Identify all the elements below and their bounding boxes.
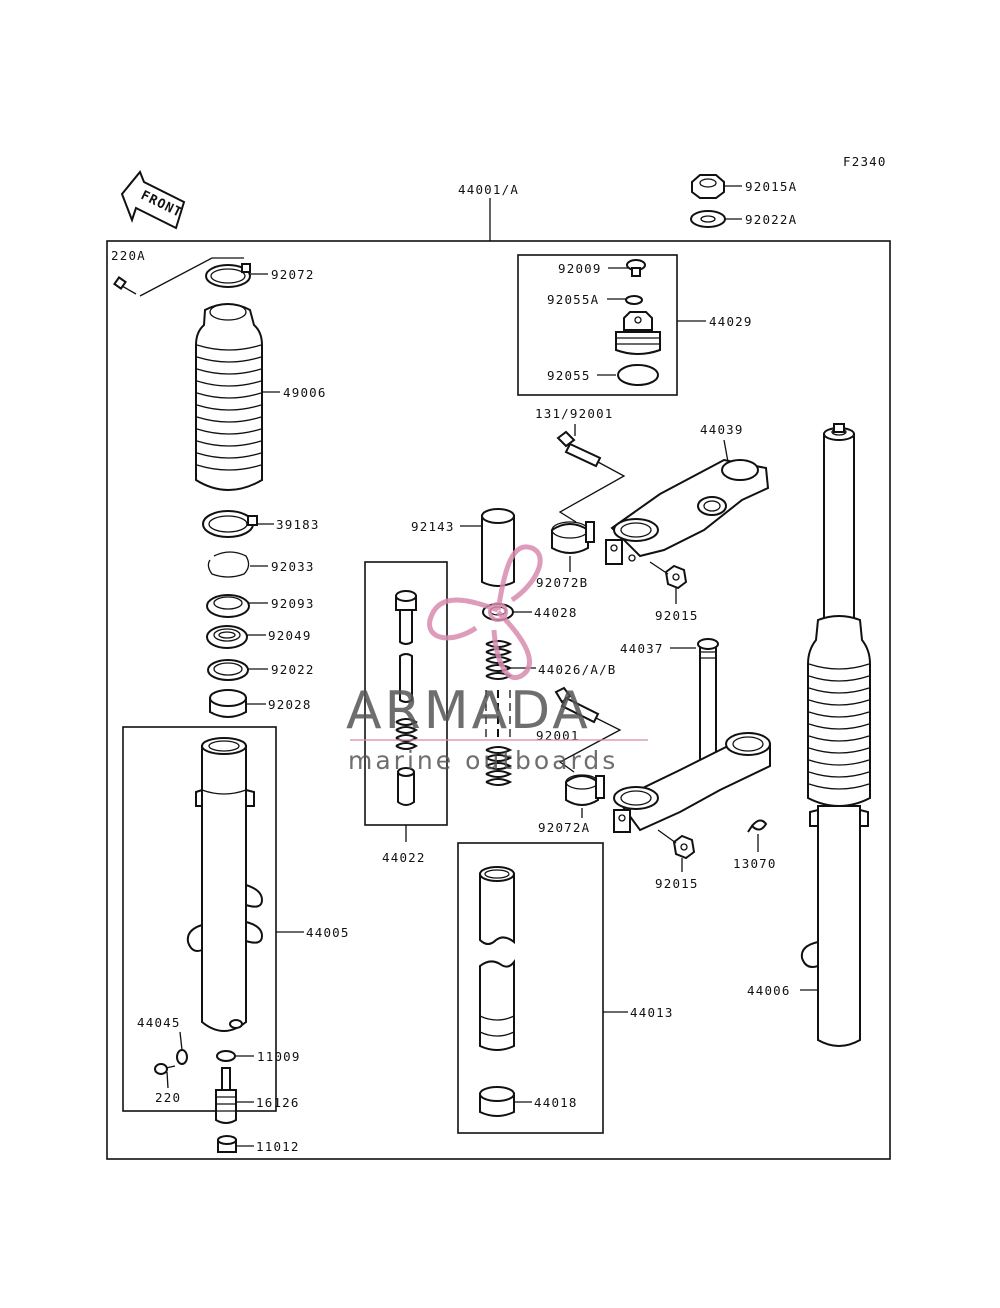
callout-92009: 92009 bbox=[558, 261, 602, 276]
callout-44013: 44013 bbox=[630, 1005, 674, 1020]
clamp-92072 bbox=[205, 263, 251, 288]
washer-92022 bbox=[207, 659, 249, 681]
cap-11012 bbox=[217, 1135, 237, 1153]
damper-rod-44022 bbox=[395, 590, 418, 806]
callout-44022: 44022 bbox=[382, 850, 426, 865]
washer-92022A bbox=[690, 210, 726, 228]
callout-92055A: 92055A bbox=[547, 292, 599, 307]
screw-92009 bbox=[626, 259, 646, 277]
callout-92015A: 92015A bbox=[745, 179, 797, 194]
callout-220: 220 bbox=[155, 1090, 181, 1105]
washer-11009 bbox=[216, 1050, 236, 1062]
clamp-92072A bbox=[565, 774, 605, 806]
callout-131-92001: 131/92001 bbox=[535, 406, 614, 421]
fork-boot-49006 bbox=[195, 303, 263, 491]
callout-92143: 92143 bbox=[411, 519, 455, 534]
callout-44037: 44037 bbox=[620, 641, 664, 656]
callout-44006: 44006 bbox=[747, 983, 791, 998]
callout-44018: 44018 bbox=[534, 1095, 578, 1110]
callout-13070: 13070 bbox=[733, 856, 777, 871]
bushing-44018 bbox=[479, 1086, 515, 1117]
circlip-92033 bbox=[207, 551, 250, 578]
callout-92022: 92022 bbox=[271, 662, 315, 677]
callout-11012: 11012 bbox=[256, 1139, 300, 1154]
clamp-39183 bbox=[202, 510, 258, 538]
callout-44045: 44045 bbox=[137, 1015, 181, 1030]
callout-92015-upper: 92015 bbox=[655, 608, 699, 623]
assembly-frame bbox=[106, 240, 891, 1160]
valve-16126 bbox=[215, 1067, 237, 1124]
inner-tube-44013 bbox=[479, 866, 515, 1051]
armada-watermark: ARMADA marine outboards bbox=[346, 544, 648, 775]
clip-13070 bbox=[747, 819, 768, 833]
outer-tube-44005 bbox=[186, 737, 264, 1032]
collar-92143 bbox=[481, 508, 515, 587]
callout-220A: 220A bbox=[111, 248, 146, 263]
group-box-44029 bbox=[517, 254, 678, 396]
watermark-brand: ARMADA bbox=[346, 681, 591, 741]
callout-49006: 49006 bbox=[283, 385, 327, 400]
callout-92072B: 92072B bbox=[536, 575, 588, 590]
watermark-tagline: marine outboards bbox=[348, 746, 618, 775]
callout-92072A: 92072A bbox=[538, 820, 590, 835]
fork-cap-bolt bbox=[615, 311, 661, 355]
callout-44026: 44026/A/B bbox=[538, 662, 617, 677]
clamp-92072B bbox=[551, 521, 595, 554]
group-box-44013 bbox=[457, 842, 604, 1134]
callout-92055: 92055 bbox=[547, 368, 591, 383]
stem-bracket-44037 bbox=[613, 638, 771, 833]
bolt-92001-lower bbox=[554, 686, 600, 724]
bolt-220A bbox=[113, 276, 137, 295]
seal-92093 bbox=[206, 594, 250, 618]
callout-44005: 44005 bbox=[306, 925, 350, 940]
callout-92093: 92093 bbox=[271, 596, 315, 611]
nut-92015A bbox=[691, 174, 725, 199]
bolt-92001-upper bbox=[556, 430, 602, 468]
callout-92033: 92033 bbox=[271, 559, 315, 574]
nut-92015-lower bbox=[672, 834, 696, 860]
callout-11009: 11009 bbox=[257, 1049, 301, 1064]
washer-44045 bbox=[176, 1049, 188, 1065]
callout-16126: 16126 bbox=[256, 1095, 300, 1110]
front-arrow-icon: FRONT bbox=[120, 170, 186, 230]
callout-92072: 92072 bbox=[271, 267, 315, 282]
callout-39183: 39183 bbox=[276, 517, 320, 532]
group-box-44005 bbox=[122, 726, 277, 1112]
callout-44001: 44001/A bbox=[458, 182, 519, 197]
callout-44028: 44028 bbox=[534, 605, 578, 620]
callout-92028: 92028 bbox=[268, 697, 312, 712]
fork-assembly-44006 bbox=[800, 423, 871, 1047]
callout-92015-lower: 92015 bbox=[655, 876, 699, 891]
o-ring-92055 bbox=[617, 364, 659, 386]
nut-92015-upper bbox=[664, 564, 688, 590]
bolt-220 bbox=[154, 1063, 176, 1075]
callout-92049: 92049 bbox=[268, 628, 312, 643]
upper-bracket-44039 bbox=[605, 458, 770, 565]
callout-92022A: 92022A bbox=[745, 212, 797, 227]
oil-seal-92049 bbox=[206, 625, 248, 649]
bushing-92028 bbox=[209, 689, 247, 718]
propeller-logo-icon bbox=[427, 544, 543, 680]
o-ring-92055A bbox=[625, 295, 643, 305]
callout-44029: 44029 bbox=[709, 314, 753, 329]
callout-44039: 44039 bbox=[700, 422, 744, 437]
fork-spring-44026 bbox=[485, 640, 513, 786]
figure-code: F2340 bbox=[843, 154, 887, 169]
